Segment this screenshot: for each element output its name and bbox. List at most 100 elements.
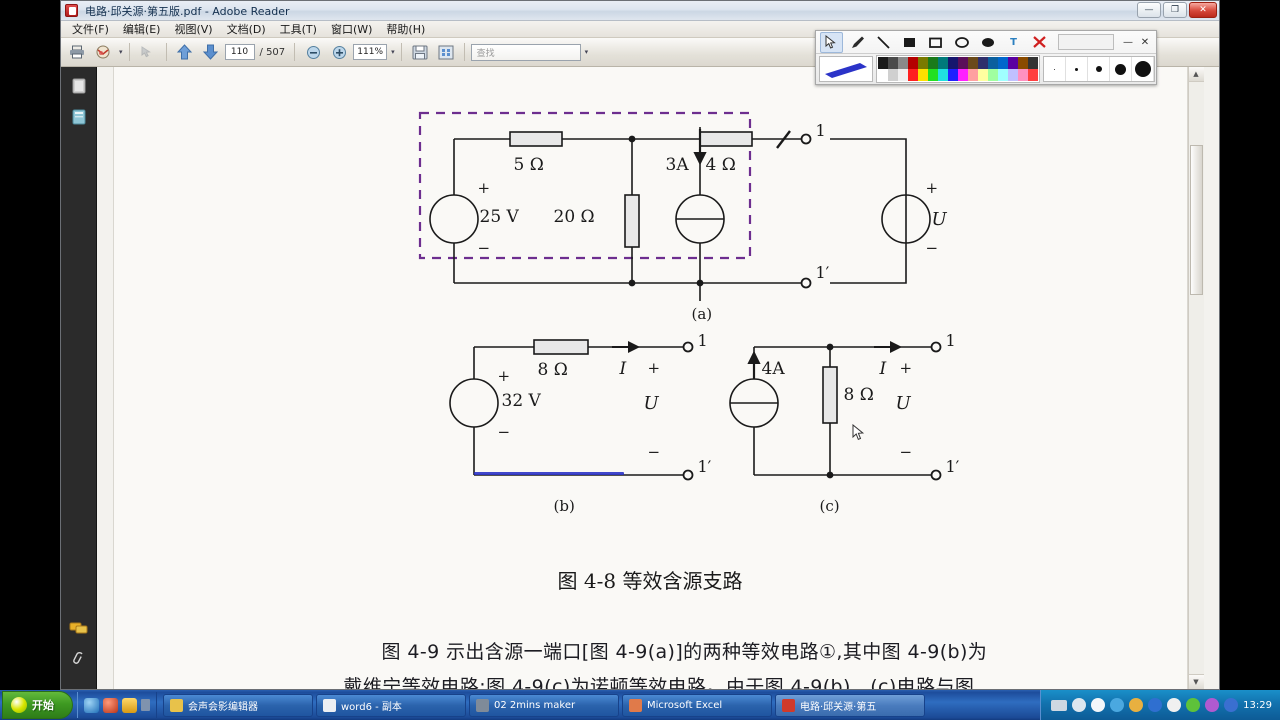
- color-swatch-0-10[interactable]: [978, 57, 988, 69]
- ie-icon[interactable]: [84, 697, 99, 713]
- green-icon[interactable]: [1186, 698, 1201, 712]
- printer-icon[interactable]: [65, 41, 89, 63]
- menu-tools[interactable]: 工具(T): [279, 23, 317, 36]
- zoom-in-icon[interactable]: [327, 41, 351, 63]
- restore-button[interactable]: ❐: [1163, 2, 1187, 18]
- color-swatch-1-13[interactable]: [1008, 69, 1018, 81]
- color-swatch-0-0[interactable]: [878, 57, 888, 69]
- arrow-up-icon[interactable]: [173, 41, 197, 63]
- color-swatch-1-12[interactable]: [998, 69, 1008, 81]
- menu-document[interactable]: 文档(D): [226, 23, 266, 36]
- color-swatch-0-12[interactable]: [998, 57, 1008, 69]
- email-icon[interactable]: [91, 41, 115, 63]
- page-number-input[interactable]: 110: [224, 44, 255, 60]
- filled-ellipse-tool-icon[interactable]: [976, 32, 999, 53]
- brush-size-3[interactable]: [1066, 57, 1088, 81]
- color-swatch-0-14[interactable]: [1018, 57, 1028, 69]
- color-swatch-0-6[interactable]: [938, 57, 948, 69]
- brush-size-6[interactable]: [1088, 57, 1110, 81]
- color-swatch-1-5[interactable]: [928, 69, 938, 81]
- music-icon[interactable]: [1205, 698, 1220, 712]
- color-swatch-0-1[interactable]: [888, 57, 898, 69]
- shield-icon[interactable]: [1091, 698, 1106, 712]
- color-swatch-1-1[interactable]: [888, 69, 898, 81]
- text-tool-icon[interactable]: T: [1010, 36, 1017, 48]
- color-swatch-1-0[interactable]: [878, 69, 888, 81]
- color-swatch-0-5[interactable]: [928, 57, 938, 69]
- cursor-tool-icon[interactable]: [820, 31, 843, 53]
- document-scrollbar[interactable]: ▲ ▼: [1187, 67, 1204, 689]
- zoom-level-input[interactable]: 111%: [353, 44, 388, 60]
- menu-edit[interactable]: 编辑(E): [122, 23, 161, 36]
- brush-size-picker[interactable]: [1043, 56, 1155, 82]
- brush-size-16[interactable]: [1132, 57, 1154, 81]
- color-swatch-0-13[interactable]: [1008, 57, 1018, 69]
- filled-rect-tool-icon[interactable]: [898, 32, 921, 53]
- zoom-out-icon[interactable]: [301, 41, 325, 63]
- color-swatch-0-7[interactable]: [948, 57, 958, 69]
- color-swatch-0-2[interactable]: [898, 57, 908, 69]
- close-button[interactable]: ✕: [1189, 2, 1217, 18]
- network-icon[interactable]: [1051, 699, 1068, 711]
- ellipse-outline-tool-icon[interactable]: [950, 32, 973, 53]
- bookmarks-icon[interactable]: [68, 106, 90, 128]
- email-dropdown-caret[interactable]: ▾: [119, 48, 123, 56]
- color-swatch-0-8[interactable]: [958, 57, 968, 69]
- dropbox-icon[interactable]: [1224, 698, 1239, 712]
- color-swatch-1-10[interactable]: [978, 69, 988, 81]
- menu-window[interactable]: 窗口(W): [330, 23, 373, 36]
- more-icon[interactable]: [141, 699, 150, 711]
- color-swatch-1-7[interactable]: [948, 69, 958, 81]
- arrow-down-icon[interactable]: [199, 41, 223, 63]
- taskbar-item-2[interactable]: 02 2mins maker: [469, 693, 619, 717]
- taskbar-item-0[interactable]: 会声会影编辑器: [163, 693, 313, 717]
- color-swatch-0-9[interactable]: [968, 57, 978, 69]
- annotation-text-input[interactable]: [1058, 34, 1114, 50]
- color-swatch-1-2[interactable]: [898, 69, 908, 81]
- comments-icon[interactable]: [68, 617, 90, 639]
- color-swatch-0-11[interactable]: [988, 57, 998, 69]
- folder-icon[interactable]: [122, 697, 137, 713]
- taskbar-item-1[interactable]: word6 - 副本: [316, 693, 466, 717]
- color-swatch-1-15[interactable]: [1028, 69, 1038, 81]
- select-tool-icon[interactable]: [136, 41, 160, 63]
- brush-size-11[interactable]: [1110, 57, 1132, 81]
- pen-tool-icon[interactable]: [846, 32, 869, 53]
- color-swatch-0-15[interactable]: [1028, 57, 1038, 69]
- attachments-icon[interactable]: [68, 648, 90, 670]
- media-player-icon[interactable]: [103, 697, 118, 713]
- color-swatch-1-3[interactable]: [908, 69, 918, 81]
- save-icon[interactable]: [408, 41, 432, 63]
- color-palette[interactable]: [876, 55, 1040, 83]
- search-input[interactable]: 查找: [470, 43, 581, 61]
- menu-view[interactable]: 视图(V): [174, 23, 213, 36]
- sogou-icon[interactable]: [1129, 698, 1144, 712]
- taskbar-item-4[interactable]: 电路·邱关源·第五: [775, 693, 925, 717]
- color-swatch-1-6[interactable]: [938, 69, 948, 81]
- color-swatch-1-4[interactable]: [918, 69, 928, 81]
- zoom-dropdown-caret[interactable]: ▾: [391, 48, 395, 56]
- minimize-button[interactable]: —: [1137, 2, 1161, 18]
- color-swatch-1-9[interactable]: [968, 69, 978, 81]
- update-icon[interactable]: [1167, 698, 1182, 712]
- volume-icon[interactable]: [1072, 698, 1087, 712]
- rect-outline-tool-icon[interactable]: [924, 32, 947, 53]
- qq-icon[interactable]: [1110, 698, 1125, 712]
- window-titlebar[interactable]: 电路·邱关源·第五版.pdf - Adobe Reader — ❐ ✕: [61, 1, 1219, 21]
- color-swatch-0-3[interactable]: [908, 57, 918, 69]
- start-button[interactable]: 开始: [2, 691, 73, 719]
- search-dropdown-caret[interactable]: ▾: [584, 48, 589, 56]
- scroll-down-button[interactable]: ▼: [1188, 674, 1204, 689]
- brush-size-1[interactable]: [1044, 57, 1066, 81]
- menu-help[interactable]: 帮助(H): [386, 23, 426, 36]
- page-thumbnails-icon[interactable]: [68, 75, 90, 97]
- color-swatch-1-11[interactable]: [988, 69, 998, 81]
- thunder-icon[interactable]: [1148, 698, 1163, 712]
- fit-page-icon[interactable]: [434, 41, 458, 63]
- scrollbar-thumb[interactable]: [1189, 145, 1203, 295]
- current-color-preview[interactable]: [819, 56, 873, 82]
- line-tool-icon[interactable]: [872, 32, 895, 53]
- annotation-minimize-button[interactable]: —: [1123, 36, 1133, 48]
- erase-all-tool-icon[interactable]: [1028, 32, 1051, 53]
- color-swatch-1-14[interactable]: [1018, 69, 1028, 81]
